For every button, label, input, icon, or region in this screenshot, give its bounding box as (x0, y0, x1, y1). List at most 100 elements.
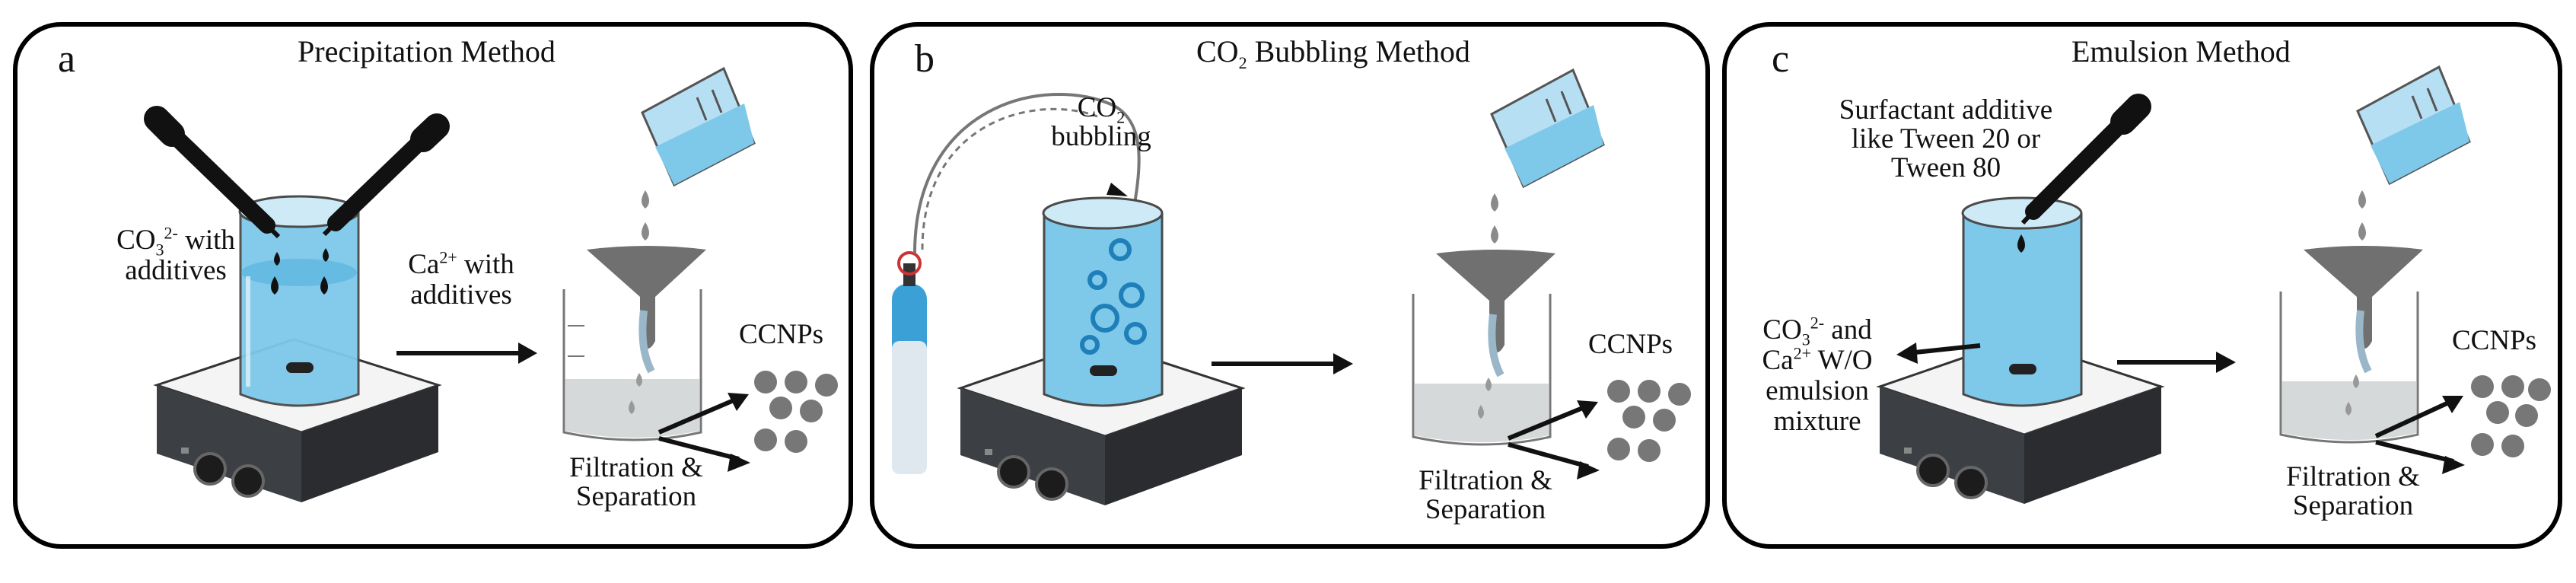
pouring-beaker-icon (641, 66, 756, 241)
dropper-icon (144, 106, 281, 295)
bubble-icon (1087, 270, 1107, 290)
right-reagent-label: Ca2+ with additives (385, 247, 537, 311)
hotplate (153, 338, 442, 502)
product-arrow (1507, 403, 1590, 441)
gas-tube (913, 93, 1141, 254)
hotplate-knob-icon (1035, 467, 1068, 501)
label-text: additives (125, 255, 227, 286)
bubble-icon (1119, 282, 1145, 308)
label-text: Separation (2292, 490, 2414, 521)
product-label: CCNPs (2452, 325, 2537, 356)
label-sup: 2- (1810, 313, 1825, 333)
gas-tube (921, 107, 1098, 250)
hotplate-knob-icon (997, 455, 1030, 489)
panel-letter: c (1772, 37, 1790, 81)
product-arrow (658, 396, 740, 435)
bubble-icon (1091, 304, 1119, 333)
panel-title: CO2 Bubbling Method (1196, 34, 1470, 72)
label-sup: 2- (164, 223, 178, 243)
panel-emulsion: c Emulsion Method Surfactant additive li… (1721, 21, 2565, 551)
panel-letter: b (915, 37, 935, 81)
label-text: CO (1762, 314, 1802, 346)
label-text: additives (410, 279, 512, 311)
label-text: with (457, 249, 514, 280)
emulsion-mixture-label: CO32- and Ca2+ W/O emulsion mixture (1741, 313, 1893, 437)
beaker (1042, 196, 1164, 407)
panel-c-graphics (1722, 22, 2562, 549)
panel-co2-bubbling: b CO2 Bubbling Method CO2 bubbling CCNPs… (869, 21, 1712, 551)
nanoparticle-cluster (2471, 375, 2551, 457)
label-text: Ca (1762, 345, 1794, 376)
bubble-icon (1124, 322, 1147, 345)
title-sub: 2 (1238, 53, 1247, 72)
hotplate-knob-icon (1954, 466, 1988, 499)
filtration-label: Filtration & Separation (545, 454, 728, 511)
hotplate-knob-icon (231, 464, 265, 498)
stir-bar-icon (286, 362, 314, 373)
label-sub: 2 (1116, 107, 1126, 127)
label-text: Filtration & (2286, 461, 2420, 492)
panel-letter: a (58, 37, 76, 81)
label-text: Separation (575, 481, 697, 512)
label-text: emulsion (1766, 375, 1869, 406)
label-text: Separation (1425, 494, 1546, 525)
panel-a-graphics (13, 22, 853, 549)
product-label: CCNPs (739, 319, 824, 350)
filtration-beaker (1412, 294, 1552, 446)
funnel-icon (2304, 246, 2423, 374)
label-text: like Tween 20 or (1851, 123, 2041, 155)
label-sub: 3 (155, 240, 164, 260)
beaker (238, 195, 360, 407)
product-arrow (2375, 440, 2454, 464)
product-arrow (658, 436, 740, 461)
process-arrow (1907, 343, 1981, 355)
filtration-beaker (562, 289, 702, 441)
panel-border (870, 22, 1710, 549)
nanoparticle-cluster (1607, 380, 1691, 462)
panel-precipitation: a Precipitation Method CO32- with additi… (12, 21, 855, 551)
panel-border (1722, 22, 2562, 549)
funnel-icon (587, 246, 706, 374)
label-sup: 2+ (1793, 343, 1811, 363)
dropper-icon (2017, 94, 2151, 253)
filtration-beaker (2279, 292, 2419, 444)
label-text: and (1824, 314, 1872, 346)
label-text: Ca (408, 249, 440, 280)
title-text: CO (1196, 34, 1239, 68)
label-text: CO (1077, 92, 1117, 123)
label-text: Filtration & (1419, 465, 1552, 496)
panel-border (13, 22, 853, 549)
left-reagent-label: CO32- with additives (96, 225, 256, 286)
label-text: with (177, 225, 235, 256)
bubbling-label: CO2 bubbling (1029, 94, 1173, 151)
label-text: Tween 80 (1890, 152, 2001, 183)
nanoparticle-cluster (754, 371, 838, 453)
label-text: bubbling (1051, 121, 1151, 152)
bubble-icon (1109, 238, 1132, 261)
beaker (1961, 196, 2083, 407)
filtration-label: Filtration & Separation (1394, 467, 1577, 524)
hotplate-knob-icon (193, 452, 227, 486)
label-text: Filtration & (569, 452, 703, 483)
product-arrow (2374, 398, 2455, 438)
product-label: CCNPs (1588, 329, 1673, 360)
label-text: Surfactant additive (1839, 94, 2053, 126)
label-text: CO (116, 225, 156, 256)
panel-title: Precipitation Method (298, 34, 556, 68)
pouring-beaker-icon (2356, 65, 2471, 241)
label-sup: 2+ (439, 247, 457, 267)
label-text: W/O (1811, 345, 1873, 376)
label-sub: 3 (1801, 330, 1810, 349)
dropper-icon (320, 113, 450, 295)
funnel-icon (1436, 250, 1555, 378)
panel-title: Emulsion Method (2071, 34, 2291, 68)
label-text: mixture (1773, 406, 1861, 437)
panel-b-graphics (870, 22, 1710, 549)
bubble-icon (1080, 335, 1100, 355)
hotplate-knob-icon (1916, 454, 1950, 487)
product-arrow (1508, 442, 1589, 469)
stir-bar-icon (1090, 365, 1117, 376)
filtration-label: Filtration & Separation (2262, 463, 2444, 521)
pouring-beaker-icon (1490, 68, 1605, 244)
